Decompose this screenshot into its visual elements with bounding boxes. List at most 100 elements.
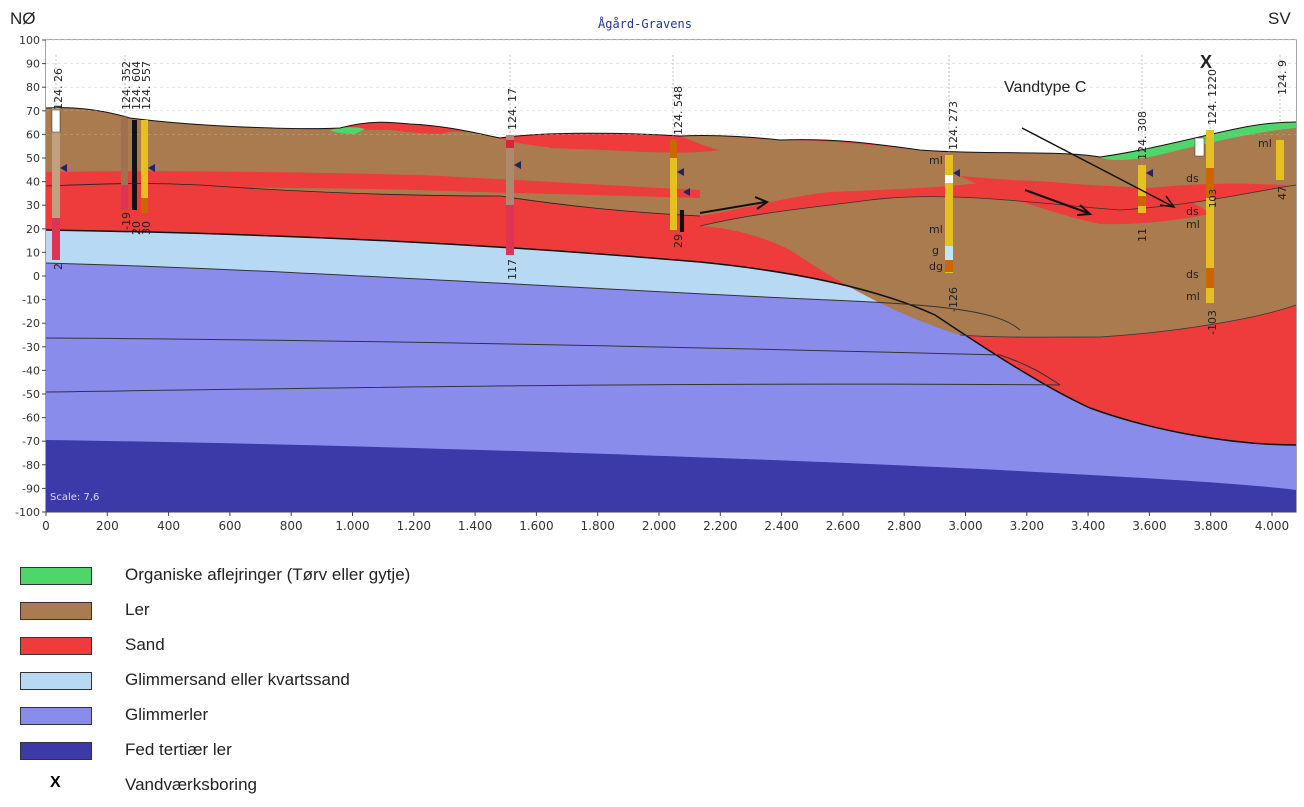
well-id: 124. 557 xyxy=(140,61,153,110)
y-tick-label: -50 xyxy=(22,388,40,401)
x-tick-label: 2.600 xyxy=(826,519,860,533)
x-tick-label: 2.800 xyxy=(887,519,921,533)
water-level-marker xyxy=(677,168,684,176)
well-column xyxy=(1194,137,1205,157)
well-bottom: -126 xyxy=(947,287,960,312)
flow-arrow-head xyxy=(1076,204,1093,216)
well-column xyxy=(945,155,953,273)
well-id: 124. 17 xyxy=(506,88,519,130)
wells: 124. 26 2 124. 352 -19 124. 604 20 124. … xyxy=(51,52,1289,335)
water-level-marker xyxy=(1146,169,1153,177)
well-column xyxy=(1206,168,1214,198)
stratum-sand-surface xyxy=(500,132,720,153)
well-layer-label: ds xyxy=(1186,268,1199,281)
stratum-ler-wedge xyxy=(700,185,1296,338)
well-layer-label: g xyxy=(932,244,939,257)
y-tick-label: 90 xyxy=(26,58,40,71)
y-tick-label: -20 xyxy=(22,317,40,330)
x-tick-label: 2.400 xyxy=(764,519,798,533)
x-tick-label: 1.200 xyxy=(397,519,431,533)
stratum-sand-lens xyxy=(46,171,700,198)
x-tick-label: 800 xyxy=(280,519,303,533)
well-bottom: 2 xyxy=(52,263,65,270)
well-id: 124. 273 xyxy=(947,101,960,150)
x-tick-label: 3.600 xyxy=(1132,519,1166,533)
x-tick-label: 4.000 xyxy=(1255,519,1289,533)
boundary-line xyxy=(46,107,1296,158)
legend-item: Glimmersand eller kvartssand xyxy=(20,667,620,702)
well-id: 124. 308 xyxy=(1136,111,1149,160)
legend: Organiske aflejringer (Tørv eller gytje)… xyxy=(20,562,620,807)
y-tick-label: 40 xyxy=(26,176,40,189)
y-tick-label: -10 xyxy=(22,294,40,307)
boundary-line xyxy=(46,383,1061,393)
flow-arrow xyxy=(1024,189,1089,214)
y-axis: 1009080706050403020100-10-20-30-40-50-60… xyxy=(15,34,1296,519)
x-tick-label: 0 xyxy=(42,519,50,533)
water-level-marker xyxy=(514,161,521,169)
well-column xyxy=(121,185,128,210)
well-column xyxy=(1138,196,1146,206)
well-layer-label: ml xyxy=(1186,218,1200,231)
well-bottom: 30 xyxy=(140,221,153,235)
y-tick-label: 30 xyxy=(26,199,40,212)
legend-item: Sand xyxy=(20,632,620,667)
x-tick-label: 1.400 xyxy=(458,519,492,533)
x-tick-label: 1.600 xyxy=(519,519,553,533)
x-tick-label: 3.800 xyxy=(1194,519,1228,533)
well-bottom: -103 xyxy=(1206,310,1219,335)
profile-right-label: SV xyxy=(1268,9,1291,28)
legend-swatch-glimmersand xyxy=(20,672,92,690)
legend-label: Organiske aflejringer (Tørv eller gytje) xyxy=(125,565,411,584)
well-column xyxy=(132,120,137,210)
legend-label: Vandværksboring xyxy=(125,775,257,794)
well-column xyxy=(1276,140,1284,180)
water-level-marker xyxy=(60,164,67,172)
annotation-arrow-head xyxy=(1159,195,1176,208)
well-id: 124. 9 xyxy=(1276,60,1289,95)
legend-item: Ler xyxy=(20,597,620,632)
well-layer-label: ds xyxy=(1186,205,1199,218)
y-tick-label: -80 xyxy=(22,459,40,472)
well-id: 124. 604 xyxy=(130,61,143,110)
well-column xyxy=(52,218,60,260)
legend-swatch-organic xyxy=(20,567,92,585)
well-layer-label: ds xyxy=(1186,172,1199,185)
legend-label: Glimmerler xyxy=(125,705,209,724)
well-column xyxy=(670,140,677,230)
water-level-marker xyxy=(148,164,155,172)
well-layer-label: ml xyxy=(1258,137,1272,150)
legend-swatch-glimmerler xyxy=(20,707,92,725)
legend-label: Fed tertiær ler xyxy=(125,740,232,759)
well-column xyxy=(1138,165,1146,213)
well-column xyxy=(506,205,514,255)
well-id: 124. 1220 xyxy=(1206,69,1219,125)
well-column xyxy=(52,108,60,218)
flow-arrow-head xyxy=(754,196,770,210)
flow-arrow xyxy=(699,201,766,214)
legend-swatch-fed-tertiaer-ler xyxy=(20,742,92,760)
well-bottom: -19 xyxy=(120,212,133,230)
well-column xyxy=(945,260,953,272)
legend-label: Ler xyxy=(125,600,150,619)
well-layer-label: dg xyxy=(929,260,943,273)
terrain-sky xyxy=(46,40,1296,157)
stratum-sand-lens-east xyxy=(960,176,1210,225)
annotation-vandtype-c: Vandtype C xyxy=(1004,79,1086,96)
boundary-line xyxy=(699,184,1296,227)
x-tick-label: 2.000 xyxy=(642,519,676,533)
boundary-line xyxy=(46,229,1296,446)
y-tick-label: -40 xyxy=(22,364,40,377)
well-id: 124. 26 xyxy=(52,68,65,110)
water-level-marker xyxy=(683,188,690,196)
well-id: 124. 548 xyxy=(672,86,685,135)
well-column xyxy=(670,140,677,158)
well-bottom: 11 xyxy=(1136,228,1149,242)
well-layer-label: ml xyxy=(929,154,943,167)
profile-title: Ågård-Gravens xyxy=(598,16,692,31)
y-tick-label: 0 xyxy=(33,270,40,283)
y-tick-label: -100 xyxy=(15,506,40,519)
legend-item: X Vandværksboring xyxy=(20,772,620,807)
well-id: 124. 352 xyxy=(120,61,133,110)
